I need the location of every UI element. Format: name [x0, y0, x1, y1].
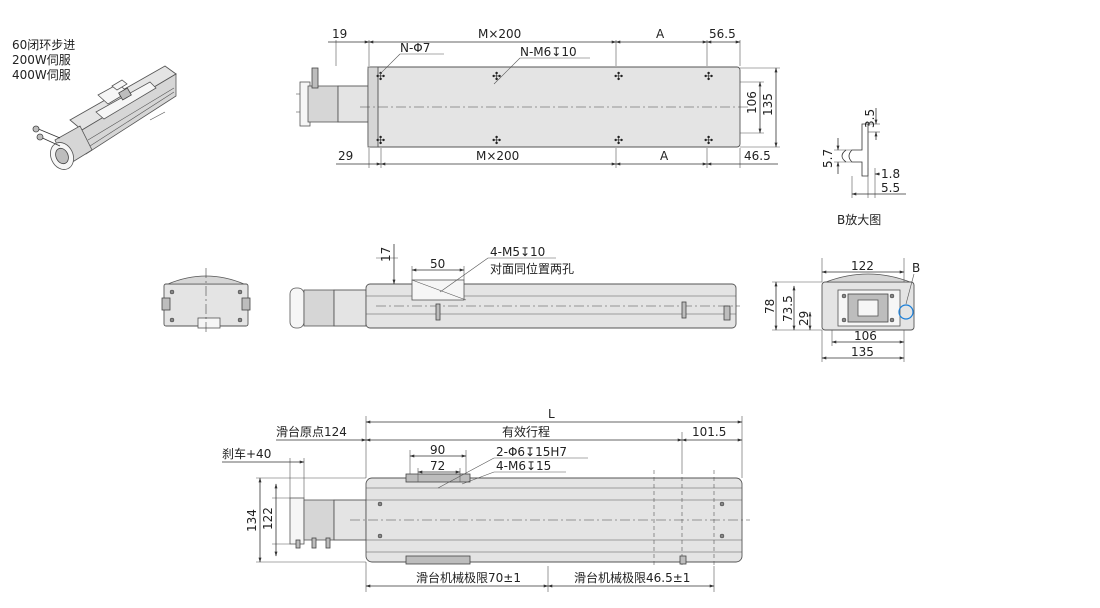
detail-dim-5-5: 5.5 — [881, 181, 900, 195]
end-dim-29: 29 — [797, 311, 811, 326]
top-dim-56-5: 56.5 — [709, 27, 736, 41]
end-label-b: B — [912, 261, 920, 275]
top-label-n-phi7: N-Φ7 — [400, 41, 430, 55]
svg-text:✣: ✣ — [704, 70, 713, 83]
top-dim-m200-bottom: M×200 — [476, 149, 519, 163]
top-dim-29: 29 — [338, 149, 353, 163]
top-dim-a-bottom: A — [660, 149, 669, 163]
bottom-label-m6: 4-M6↧15 — [496, 459, 551, 473]
svg-text:✣: ✣ — [492, 70, 501, 83]
end-dim-78: 78 — [763, 299, 777, 314]
left-end-view — [161, 268, 251, 334]
bottom-view: L 滑台原点124 有效行程 101.5 刹车+40 90 72 2-Φ6↧15… — [222, 407, 750, 592]
bottom-dim-l: L — [548, 407, 555, 421]
side-view: 17 50 4-M5↧10 对面同位置两孔 — [289, 244, 740, 329]
motor-option-closed-loop-stepper: 60闭环步进 — [12, 38, 75, 52]
top-mounting-holes: ✣ ✣ ✣ ✣ ✣ ✣ ✣ ✣ — [376, 70, 713, 147]
bottom-label-brake: 刹车+40 — [222, 446, 271, 461]
top-dim-106: 106 — [745, 91, 759, 114]
svg-text:✣: ✣ — [614, 70, 623, 83]
detail-dim-3-5: 3.5 — [863, 109, 877, 128]
side-label-opposite: 对面同位置两孔 — [490, 261, 574, 276]
svg-text:✣: ✣ — [492, 134, 501, 147]
detail-dim-5-7: 5.7 — [821, 149, 835, 168]
svg-text:✣: ✣ — [704, 134, 713, 147]
top-dim-46-5: 46.5 — [744, 149, 771, 163]
bottom-dim-134: 134 — [245, 509, 259, 532]
side-dim-50: 50 — [430, 257, 445, 271]
detail-b-view: 3.5 5.7 1.8 5.5 B放大图 — [821, 108, 906, 227]
bottom-label-limit-46-5: 滑台机械极限46.5±1 — [574, 570, 690, 585]
right-end-view: 122 B 78 73.5 29 106 135 — [763, 258, 920, 362]
top-label-n-m6: N-M6↧10 — [520, 45, 577, 59]
bottom-label-limit-70: 滑台机械极限70±1 — [416, 570, 521, 585]
end-dim-135: 135 — [851, 345, 874, 359]
side-label-m5: 4-M5↧10 — [490, 245, 545, 259]
top-dim-135: 135 — [761, 93, 775, 116]
detail-dim-1-8: 1.8 — [881, 167, 900, 181]
bottom-dim-122: 122 — [261, 507, 275, 530]
top-dim-19: 19 — [332, 27, 347, 41]
bottom-dim-101-5: 101.5 — [692, 425, 726, 439]
end-dim-106: 106 — [854, 329, 877, 343]
top-view: ✣ ✣ ✣ ✣ ✣ ✣ ✣ ✣ 19 M×200 A 56.5 N-Φ7 N-M… — [296, 27, 780, 168]
motor-option-200w-servo: 200W伺服 — [12, 53, 71, 67]
svg-text:✣: ✣ — [376, 70, 385, 83]
svg-text:✣: ✣ — [614, 134, 623, 147]
bottom-slider-top — [405, 473, 471, 483]
end-dim-73-5: 73.5 — [781, 295, 795, 322]
bottom-slider-bottom — [405, 555, 471, 565]
top-dim-m200: M×200 — [478, 27, 521, 41]
isometric-module-sketch — [32, 65, 177, 170]
bottom-label-stroke: 有效行程 — [502, 424, 550, 439]
bottom-dim-90: 90 — [430, 443, 445, 457]
top-dim-a: A — [656, 27, 665, 41]
top-motor-body — [307, 85, 339, 123]
motor-options-label: 60闭环步进 200W伺服 400W伺服 — [12, 38, 75, 82]
bottom-dim-72: 72 — [430, 459, 445, 473]
bottom-label-origin: 滑台原点124 — [276, 424, 347, 439]
detail-b-marker — [898, 304, 914, 320]
svg-text:✣: ✣ — [376, 134, 385, 147]
detail-b-caption: B放大图 — [837, 212, 881, 227]
end-dim-122: 122 — [851, 259, 874, 273]
motor-option-400w-servo: 400W伺服 — [12, 68, 71, 82]
bottom-label-phi6: 2-Φ6↧15H7 — [496, 445, 567, 459]
side-dim-17: 17 — [379, 247, 393, 262]
